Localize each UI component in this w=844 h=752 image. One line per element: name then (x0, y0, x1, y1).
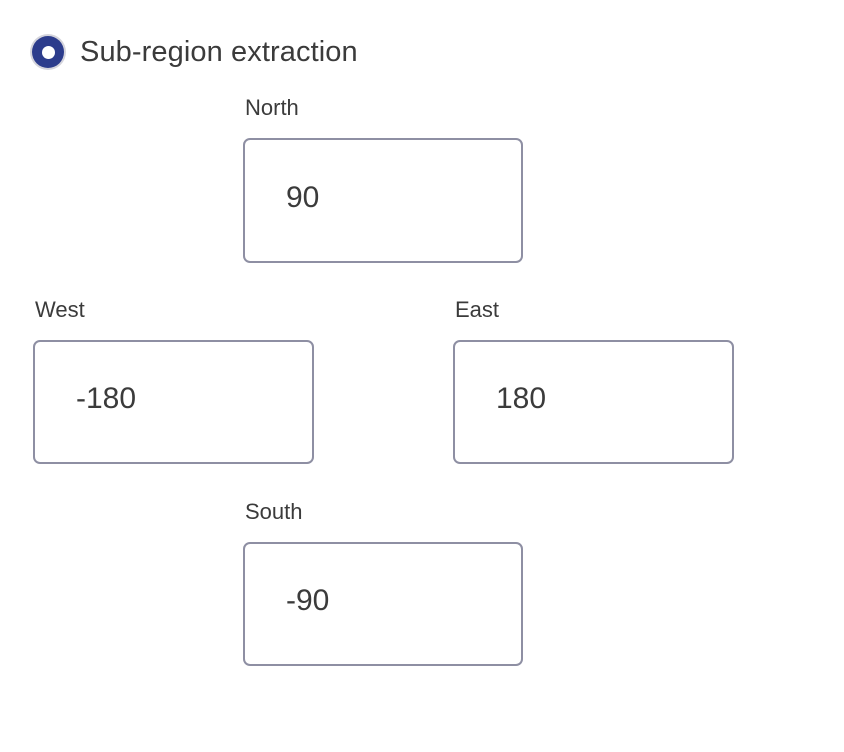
label-south: South (245, 499, 303, 524)
label-west: West (35, 297, 85, 322)
radio-dot (41, 45, 55, 59)
field-group-east: East 180 (453, 299, 734, 464)
field-group-south: South -90 (243, 501, 523, 666)
label-north: North (245, 95, 299, 120)
field-group-north: North 90 (243, 97, 523, 263)
input-north[interactable]: 90 (243, 138, 523, 263)
input-east[interactable]: 180 (453, 340, 734, 464)
input-east-value: 180 (496, 382, 547, 415)
input-south-value: -90 (286, 584, 330, 617)
input-north-value: 90 (286, 180, 320, 214)
label-east: East (455, 297, 500, 322)
radio-ring (32, 36, 64, 68)
input-west-value: -180 (76, 382, 137, 415)
sub-region-extraction-label: Sub-region extraction (80, 35, 358, 68)
field-group-west: West -180 (33, 299, 314, 464)
radio-selected-icon[interactable] (30, 34, 66, 70)
input-south[interactable]: -90 (243, 542, 523, 666)
sub-region-extraction-option[interactable]: Sub-region extraction (30, 28, 358, 76)
input-west[interactable]: -180 (33, 340, 314, 464)
